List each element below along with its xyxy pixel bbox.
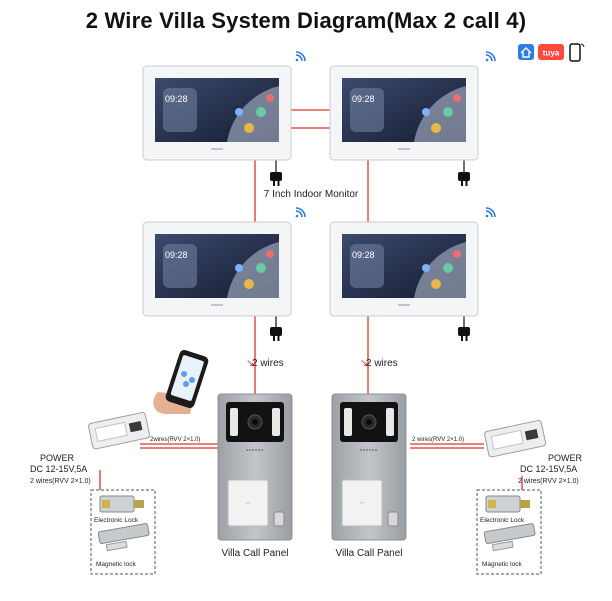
wifi-icon — [484, 207, 496, 219]
indoor-monitor-top-right: 09:28 — [329, 65, 479, 161]
electronic-lock-label-left: Electronic Lock — [94, 517, 139, 524]
svg-text:⌔: ⌔ — [245, 502, 252, 509]
svg-text:↘: ↘ — [246, 358, 254, 369]
phone-app-illustration — [153, 349, 209, 414]
plug-icon — [270, 327, 282, 341]
line-wire-label-right: 2 wires(RVV 2×1.0) — [412, 437, 464, 443]
indoor-monitor-mid-left: 09:28 — [142, 221, 292, 317]
lock-box-right: Electronic Lock Magnetic lock — [476, 489, 542, 575]
smartphone-icon — [569, 43, 585, 62]
plug-icon — [458, 327, 470, 341]
power-title-right: POWER — [548, 453, 583, 463]
power-wires-right: 2 wires(RVV 2×1.0) — [518, 478, 579, 485]
monitor-time: 09:28 — [352, 250, 375, 260]
call-panel-label-left: Villa Call Panel — [221, 548, 288, 559]
monitor-time: 09:28 — [165, 250, 188, 260]
magnetic-lock-icon — [97, 523, 150, 552]
tuya-text: tuya — [543, 49, 560, 58]
villa-call-panel-right: ⌔ — [331, 393, 407, 541]
power-title-left: POWER — [40, 453, 75, 463]
power-spec-left: DC 12-15V,5A — [30, 464, 87, 474]
wiring — [99, 109, 523, 490]
monitor-time: 09:28 — [352, 94, 375, 104]
wire-label-right: 2 wires — [366, 358, 398, 369]
indoor-monitor-mid-right: 09:28 — [329, 221, 479, 317]
electronic-lock-icon — [99, 495, 144, 513]
plug-icon — [270, 172, 282, 186]
svg-text:⌔: ⌔ — [359, 502, 366, 509]
wifi-icon — [294, 51, 306, 63]
home-app-icon — [518, 44, 534, 60]
line-wire-label-left: 2wires(RVV 2×1.0) — [150, 437, 200, 443]
monitor-time: 09:28 — [165, 94, 188, 104]
indoor-monitor-top-left: 09:28 — [142, 65, 292, 161]
magnetic-lock-icon — [483, 523, 536, 552]
indoor-monitor-label: 7 Inch Indoor Monitor — [264, 189, 359, 200]
villa-call-panel-left: ⌔ — [217, 393, 293, 541]
call-panel-label-right: Villa Call Panel — [335, 548, 402, 559]
wire-label-left: 2 wires — [252, 358, 284, 369]
wifi-icon — [484, 51, 496, 63]
svg-text:↘: ↘ — [360, 358, 368, 369]
power-supply-left — [88, 411, 151, 450]
electronic-lock-label-right: Electronic Lock — [480, 517, 525, 524]
magnetic-lock-label-right: Magnetic lock — [482, 561, 522, 568]
plug-icon — [458, 172, 470, 186]
power-supply-right — [484, 419, 547, 458]
diagram-title: 2 Wire Villa System Diagram(Max 2 call 4… — [85, 8, 527, 33]
power-spec-right: DC 12-15V,5A — [520, 464, 577, 474]
power-wires-left: 2 wires(RVV 2×1.0) — [30, 478, 91, 485]
lock-box-left: Electronic Lock Magnetic lock — [90, 489, 156, 575]
magnetic-lock-label-left: Magnetic lock — [96, 561, 136, 568]
wifi-icon — [294, 207, 306, 219]
electronic-lock-icon — [485, 495, 530, 513]
tuya-logo: tuya — [538, 44, 564, 60]
